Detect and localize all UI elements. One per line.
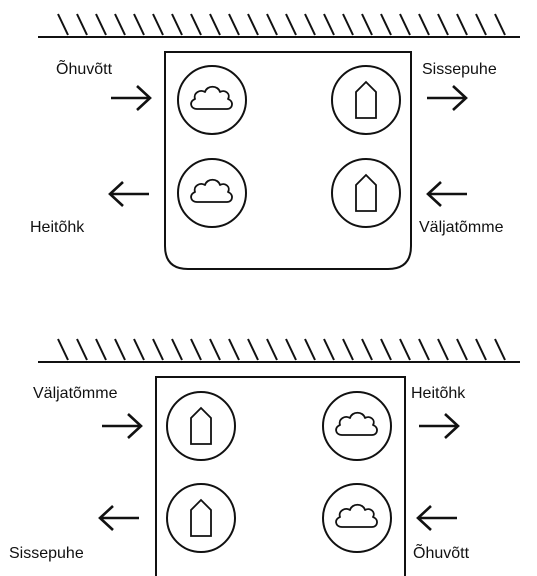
cloud-icon <box>335 411 378 436</box>
port-bottom-left <box>166 483 236 553</box>
arrow-left-icon <box>108 180 151 208</box>
label-top-left: Õhuvõtt <box>56 58 113 78</box>
label-bottom-right: Väljatõmme <box>419 219 504 236</box>
diagram-1: Õhuvõtt Sissepuhe Heitõhk Väljatõmme <box>30 13 520 270</box>
house-icon <box>355 81 377 119</box>
arrow-right-icon <box>425 84 468 112</box>
house-icon <box>190 407 212 445</box>
cloud-icon <box>190 85 233 110</box>
diagram-2: Väljatõmme Heitõhk Sissepuhe Õhuvõtt <box>9 338 520 576</box>
arrow-right-icon <box>417 412 460 440</box>
house-icon <box>190 499 212 537</box>
port-bottom-left <box>177 158 247 228</box>
arrow-right-icon <box>100 412 143 440</box>
label-top-left: Väljatõmme <box>33 385 118 402</box>
label-bottom-left: Heitõhk <box>30 219 85 236</box>
port-top-left <box>177 65 247 135</box>
unit-housing <box>164 51 412 270</box>
unit-housing <box>155 376 406 576</box>
house-icon <box>355 174 377 212</box>
port-top-left <box>166 391 236 461</box>
label-top-right: Heitõhk <box>411 385 466 402</box>
port-bottom-right <box>322 483 392 553</box>
port-top-right <box>331 65 401 135</box>
wall-hatching <box>38 13 520 38</box>
label-top-right: Sissepuhe <box>422 61 497 78</box>
port-top-right <box>322 391 392 461</box>
arrow-left-icon <box>426 180 469 208</box>
arrow-left-icon <box>98 504 141 532</box>
cloud-icon <box>190 178 233 203</box>
wall-hatching <box>38 338 520 363</box>
port-bottom-right <box>331 158 401 228</box>
label-bottom-right: Õhuvõtt <box>413 542 470 562</box>
arrow-left-icon <box>416 504 459 532</box>
cloud-icon <box>335 503 378 528</box>
label-bottom-left: Sissepuhe <box>9 545 84 562</box>
arrow-right-icon <box>109 84 152 112</box>
